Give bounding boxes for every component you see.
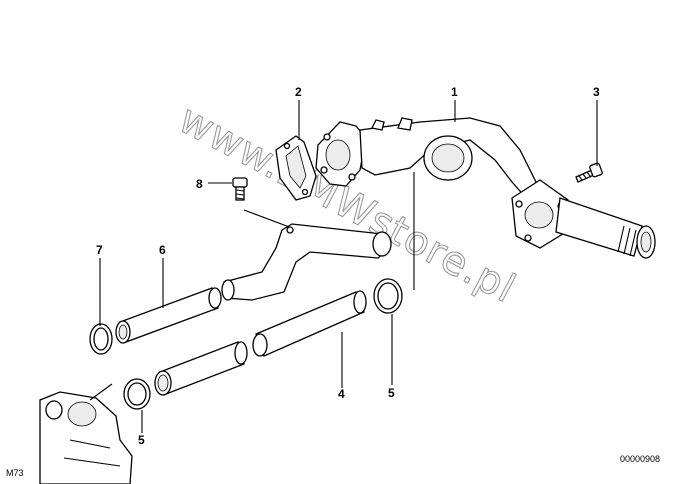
screw-part[interactable] xyxy=(232,177,293,229)
seal-ring-upper-part[interactable] xyxy=(373,278,403,314)
callout-3: 3 xyxy=(593,85,600,99)
callout-leaders xyxy=(99,100,598,433)
bolt-part[interactable] xyxy=(575,162,603,183)
callout-5-upper: 5 xyxy=(388,386,395,400)
callout-2: 2 xyxy=(295,85,302,99)
upper-pipe-part[interactable] xyxy=(115,287,222,344)
coolant-pipe-part[interactable] xyxy=(315,117,656,290)
model-code: M73 xyxy=(6,468,24,478)
callout-1: 1 xyxy=(451,85,458,99)
lower-long-pipe-part[interactable] xyxy=(252,290,367,357)
callout-7: 7 xyxy=(96,243,103,257)
bent-pipe-part[interactable] xyxy=(221,223,392,301)
callout-4: 4 xyxy=(338,387,345,401)
diagram-code: 00000908 xyxy=(620,454,660,464)
seal-ring-left-part[interactable] xyxy=(89,323,113,355)
seal-ring-lower-part[interactable] xyxy=(123,378,151,410)
callout-8: 8 xyxy=(196,177,203,191)
callout-6: 6 xyxy=(159,243,166,257)
lower-short-pipe-part[interactable] xyxy=(154,341,248,396)
engine-block-fragment xyxy=(39,383,133,484)
gasket-part[interactable] xyxy=(275,135,317,201)
callout-5-lower: 5 xyxy=(138,433,145,447)
